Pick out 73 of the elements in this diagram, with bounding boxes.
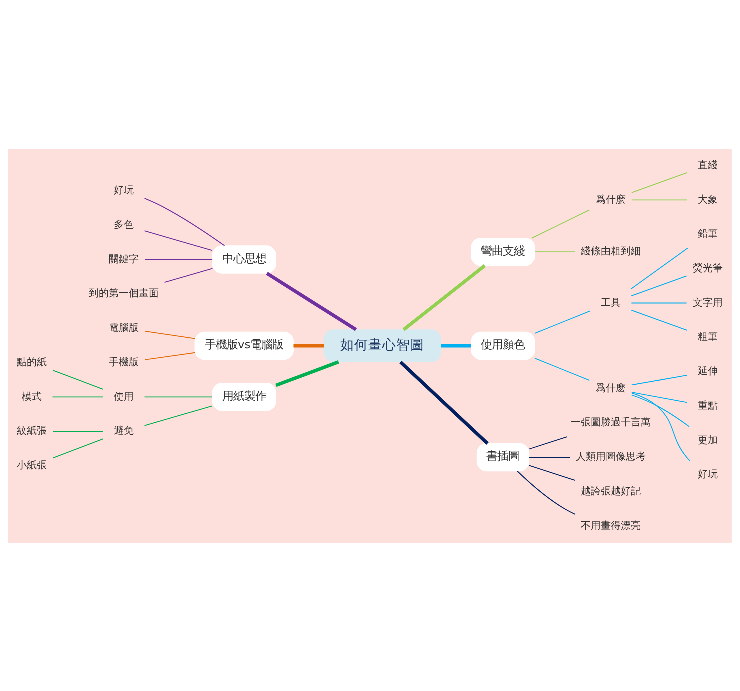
connector	[528, 456, 571, 458]
connector	[52, 396, 104, 398]
node-box: 用紙製作	[212, 382, 276, 411]
connector	[144, 230, 213, 251]
node-box: 中心思想	[212, 245, 276, 274]
node-text: 人類用圖像思考	[576, 452, 646, 463]
node-text: 大象	[698, 194, 718, 206]
connector	[52, 430, 104, 432]
connector	[144, 396, 213, 398]
node-text: 手機版	[109, 356, 140, 368]
connector	[441, 344, 472, 348]
node-text: 不用畫得漂亮	[580, 520, 641, 532]
node-box: 如何畫心智圖	[324, 329, 442, 362]
node-text: 重點	[698, 400, 718, 412]
node-box: 手機版vs電腦版	[194, 331, 294, 360]
connector	[144, 405, 213, 426]
node-text: 粗筆	[698, 332, 718, 343]
node-text: 延伸	[698, 366, 718, 378]
connector	[52, 438, 104, 458]
node-text: 更加	[698, 434, 718, 446]
node-text: 使用	[114, 391, 134, 402]
connector	[631, 394, 690, 427]
node-text: 爲什麽	[596, 382, 626, 394]
node-text: 關鍵字	[109, 254, 140, 265]
node-text: 小紙張	[17, 460, 48, 471]
node-text: 好玩	[698, 469, 718, 480]
node-text: 點的紙	[17, 356, 48, 368]
node-text: 鉛筆	[698, 228, 718, 240]
connector	[631, 275, 688, 296]
node-text: 避免	[114, 426, 134, 437]
connector	[632, 392, 691, 462]
connector	[528, 436, 568, 450]
node-text: 綫條由粗到細	[580, 246, 641, 258]
connector	[144, 330, 196, 339]
node-text: 熒光筆	[692, 262, 723, 274]
connector	[276, 360, 340, 387]
node-box: 使用顏色	[471, 331, 536, 360]
connector	[631, 302, 688, 304]
connector	[631, 392, 688, 403]
connector	[144, 352, 196, 360]
node-text: 到的第一個畫面	[89, 288, 160, 300]
node-text: 紋紙張	[17, 426, 48, 437]
node-text: 工具	[600, 297, 621, 308]
node-text: 爲什麽	[596, 194, 626, 206]
connector	[402, 264, 486, 331]
connector	[144, 258, 214, 260]
node-text: 模式	[22, 391, 42, 402]
connector	[164, 268, 214, 282]
node-text: 文字用	[692, 297, 723, 308]
node-text: 好玩	[114, 185, 134, 196]
connector	[52, 370, 104, 390]
connector	[534, 310, 590, 334]
connector	[294, 344, 324, 348]
node-text: 越誇張越好記	[580, 486, 641, 497]
node-box: 彎曲支綫	[471, 237, 536, 266]
connector	[517, 470, 576, 514]
connector	[144, 198, 226, 246]
connector	[534, 251, 576, 252]
connector	[532, 209, 590, 238]
connector	[631, 374, 688, 386]
node-text: 多色	[114, 219, 134, 230]
connector	[631, 172, 688, 193]
node-text: 直綫	[698, 160, 718, 171]
connector	[528, 464, 576, 481]
connector	[400, 360, 489, 444]
connector	[631, 309, 688, 330]
connector	[631, 199, 688, 200]
connector	[266, 272, 358, 331]
node-text: 一張圖勝過千言萬	[570, 417, 651, 428]
node-text: 電腦版	[109, 322, 140, 334]
connector	[630, 247, 688, 290]
connector	[534, 358, 590, 380]
node-box: 書插圖	[476, 442, 530, 472]
